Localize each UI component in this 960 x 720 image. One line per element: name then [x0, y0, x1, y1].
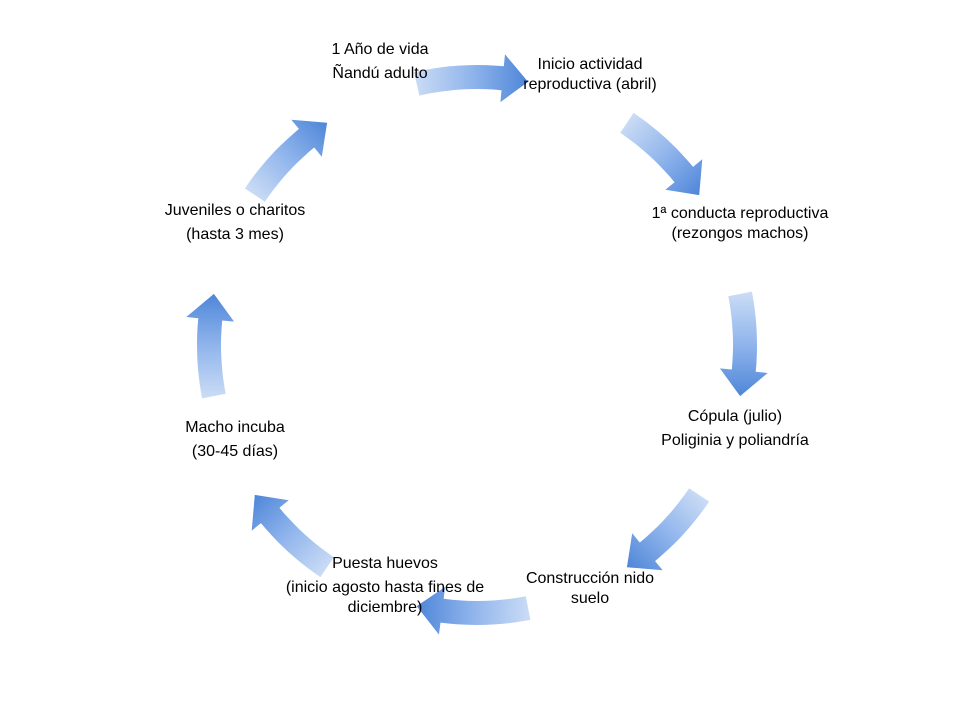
- curved-arrow-icon: [186, 293, 235, 399]
- node-line: (30-45 días): [191, 443, 279, 460]
- node-one-year-adult: 1 Año de vida Ñandú adulto: [320, 40, 440, 84]
- node-line: (hasta 3 mes): [186, 226, 284, 243]
- curved-arrow-icon: [626, 488, 710, 571]
- node-line: Macho incuba: [185, 419, 285, 436]
- node-male-incubates: Macho incuba (30-45 días): [160, 418, 310, 462]
- curved-arrow-icon: [244, 119, 328, 202]
- curved-arrow-icon: [414, 54, 529, 103]
- curved-arrow-icon: [251, 494, 334, 578]
- node-line: Construcción nido suelo: [525, 570, 655, 607]
- node-line: Puesta huevos: [332, 555, 438, 572]
- curved-arrow-icon: [620, 112, 703, 196]
- curved-arrow-icon: [719, 291, 768, 397]
- node-line: Inicio actividad reproductiva (abril): [523, 56, 657, 93]
- node-line: 1 Año de vida: [331, 41, 429, 58]
- curved-arrow-icon: [416, 586, 531, 635]
- node-line: (inicio agosto hasta fines de diciembre): [285, 579, 485, 616]
- node-line: Poliginia y poliandría: [661, 432, 809, 449]
- node-start-reproductive-activity: Inicio actividad reproductiva (abril): [510, 55, 670, 95]
- node-copulation: Cópula (julio) Poliginia y poliandría: [660, 407, 810, 451]
- node-line: Juveniles o charitos: [164, 202, 306, 219]
- node-nest-construction: Construcción nido suelo: [520, 569, 660, 609]
- node-line: Cópula (julio): [687, 408, 783, 425]
- node-first-reproductive-behavior: 1ª conducta reproductiva (rezongos macho…: [640, 204, 840, 244]
- node-line: Ñandú adulto: [332, 65, 428, 82]
- node-juveniles: Juveniles o charitos (hasta 3 mes): [160, 201, 310, 245]
- node-egg-laying: Puesta huevos (inicio agosto hasta fines…: [270, 554, 500, 618]
- node-line: 1ª conducta reproductiva (rezongos macho…: [651, 205, 829, 242]
